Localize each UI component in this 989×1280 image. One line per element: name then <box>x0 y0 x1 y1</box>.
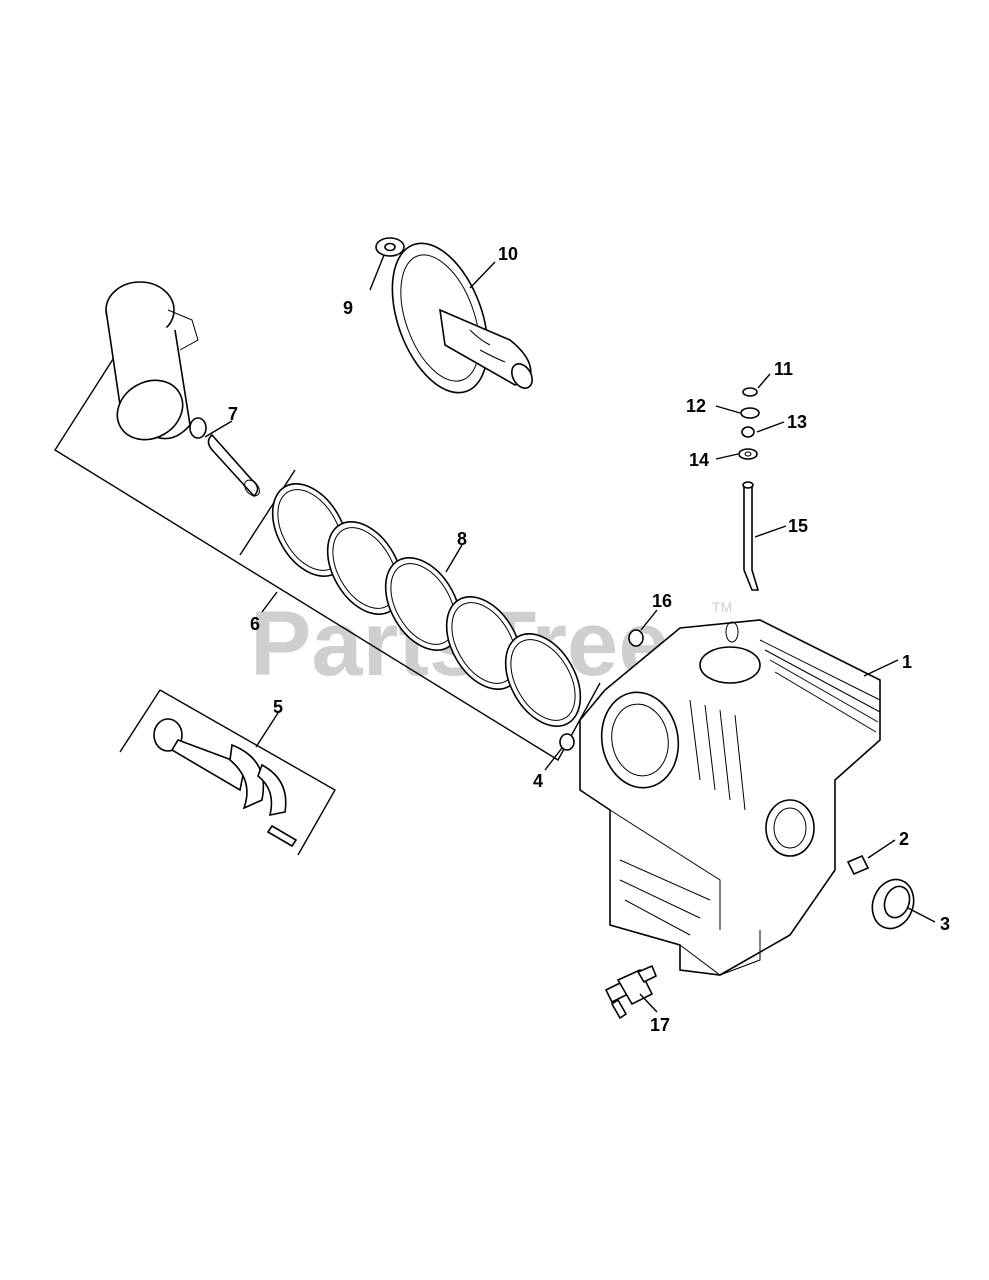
callout-9[interactable]: 9 <box>343 298 353 318</box>
part-4-dowel[interactable] <box>559 733 575 751</box>
callout-6[interactable]: 6 <box>250 614 260 634</box>
callout-17[interactable]: 17 <box>650 1015 670 1035</box>
callout-1[interactable]: 1 <box>902 652 912 672</box>
callout-14[interactable]: 14 <box>689 450 709 470</box>
part-11-washer[interactable] <box>742 387 758 397</box>
callout-3[interactable]: 3 <box>940 914 950 934</box>
part-2-plug[interactable] <box>846 854 870 876</box>
part-7-wrist-pin[interactable] <box>189 417 262 499</box>
part-3-oil-seal[interactable] <box>866 874 921 935</box>
part-15-dipstick-tube[interactable] <box>742 481 760 591</box>
callout-12[interactable]: 12 <box>686 396 706 416</box>
part-8-piston-rings[interactable] <box>257 471 595 740</box>
callout-5[interactable]: 5 <box>273 697 283 717</box>
part-9-washer[interactable] <box>375 237 405 257</box>
part-10-camshaft[interactable] <box>374 230 536 405</box>
part-1-crankcase[interactable] <box>579 619 881 976</box>
part-6-group-outline <box>54 344 601 761</box>
callout-8[interactable]: 8 <box>457 529 467 549</box>
part-16-dowel[interactable] <box>628 629 644 647</box>
callout-16[interactable]: 16 <box>652 591 672 611</box>
callout-10[interactable]: 10 <box>498 244 518 264</box>
part-13-bushing[interactable] <box>741 426 755 438</box>
callout-4[interactable]: 4 <box>533 771 543 791</box>
leader-lines <box>204 254 936 1013</box>
part-5-connecting-rod[interactable] <box>119 689 336 856</box>
part-14-washer[interactable] <box>738 448 758 460</box>
part-17-fitting[interactable] <box>604 964 658 1020</box>
watermark-trademark: TM <box>712 599 732 615</box>
part-12-seal[interactable] <box>740 407 760 419</box>
callout-15[interactable]: 15 <box>788 516 808 536</box>
part-6-piston[interactable] <box>105 281 199 451</box>
callout-13[interactable]: 13 <box>787 412 807 432</box>
callout-2[interactable]: 2 <box>899 829 909 849</box>
callout-labels: 1 2 3 4 5 6 7 8 9 10 11 12 13 14 15 16 1… <box>228 244 950 1035</box>
callout-11[interactable]: 11 <box>774 359 793 379</box>
callout-7[interactable]: 7 <box>228 404 238 424</box>
